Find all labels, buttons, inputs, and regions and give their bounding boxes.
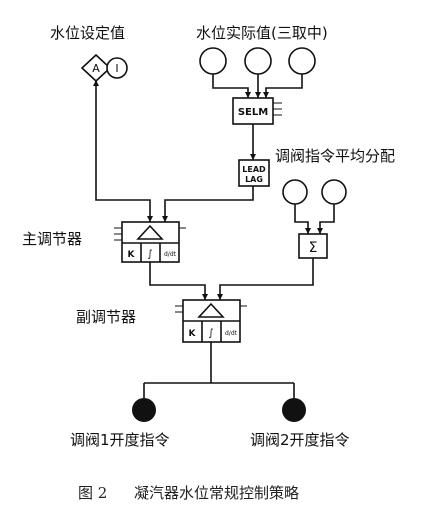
setpoint-label: 水位设定值 bbox=[50, 24, 126, 42]
actual-level-label: 水位实际值(三取中) bbox=[196, 24, 328, 42]
master-controller-label: 主调节器 bbox=[22, 230, 83, 248]
selector-label: SELM bbox=[238, 107, 268, 118]
lag-label: LAG bbox=[245, 175, 263, 184]
auto-letter: A bbox=[92, 62, 100, 75]
valve-2-command-label: 调阀2开度指令 bbox=[250, 431, 350, 449]
setpoint-source bbox=[80, 53, 128, 83]
valve-1-actuator bbox=[132, 398, 156, 422]
slave-k-label: K bbox=[189, 329, 197, 339]
valve-1-command-label: 调阀1开度指令 bbox=[70, 431, 170, 449]
figure-number: 图 2 bbox=[78, 484, 108, 502]
master-i-label: ∫ bbox=[147, 249, 152, 260]
lead-lag-block bbox=[238, 159, 270, 187]
slave-controller-label: 副调节器 bbox=[76, 308, 137, 326]
lead-label: LEAD bbox=[242, 165, 266, 174]
master-k-label: K bbox=[128, 250, 136, 260]
slave-i-label: ∫ bbox=[208, 328, 213, 339]
valve-2-actuator bbox=[282, 398, 306, 422]
flow-transmitter-2 bbox=[321, 179, 347, 205]
flow-transmitter-1 bbox=[282, 179, 308, 205]
valve-split-label: 调阀指令平均分配 bbox=[275, 147, 396, 165]
level-transmitter-1 bbox=[199, 47, 227, 75]
sum-label: Σ bbox=[309, 240, 318, 256]
level-transmitter-2 bbox=[244, 47, 272, 75]
figure-caption: 凝汽器水位常规控制策略 bbox=[134, 484, 300, 502]
level-transmitter-3 bbox=[288, 47, 316, 75]
master-d-label: d/dt bbox=[164, 251, 177, 258]
manual-letter: I bbox=[115, 62, 118, 75]
manual-circle bbox=[106, 57, 128, 79]
slave-d-label: d/dt bbox=[225, 330, 238, 337]
